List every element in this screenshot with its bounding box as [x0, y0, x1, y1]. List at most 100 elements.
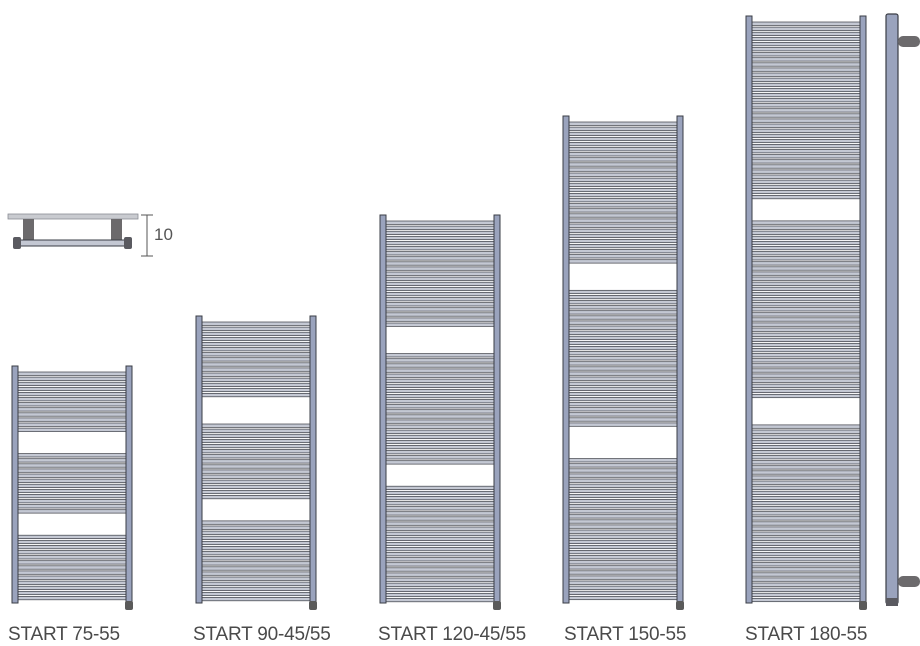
towel-bar	[751, 225, 861, 230]
towel-bar	[385, 251, 495, 256]
towel-bar	[751, 93, 861, 98]
towel-bar	[568, 162, 678, 167]
towel-bar	[568, 351, 678, 356]
towel-bar	[385, 557, 495, 562]
towel-bar	[568, 126, 678, 131]
towel-bar	[17, 483, 127, 488]
towel-bar	[568, 238, 678, 244]
towel-bar	[385, 353, 495, 358]
towel-bar	[385, 399, 495, 404]
towel-bar	[568, 136, 678, 142]
towel-bar	[568, 366, 678, 371]
towel-bar	[751, 342, 861, 348]
towel-bar	[751, 567, 861, 572]
towel-bar	[568, 463, 678, 468]
towel-bar	[751, 133, 861, 138]
towel-bar	[17, 585, 127, 590]
towel-bar	[568, 305, 678, 310]
towel-bar	[751, 276, 861, 281]
towel-bar	[568, 402, 678, 407]
towel-bar	[17, 539, 127, 545]
towel-bar	[751, 480, 861, 485]
towel-bar	[201, 362, 311, 367]
towel-bar	[751, 251, 861, 256]
towel-bar	[751, 562, 861, 567]
towel-bar	[751, 230, 861, 235]
towel-bar	[385, 409, 495, 414]
towel-bar	[17, 468, 127, 473]
towel-bar	[751, 77, 861, 82]
valve-icon	[493, 601, 501, 610]
towel-bar	[568, 386, 678, 391]
towel-bar	[201, 357, 311, 362]
towel-bar	[568, 259, 678, 264]
towel-bar	[568, 177, 678, 182]
towel-bar	[201, 525, 311, 530]
towel-bar	[751, 47, 861, 52]
towel-bar	[568, 524, 678, 529]
towel-bar	[385, 577, 495, 582]
towel-bar	[568, 560, 678, 565]
towel-bar	[568, 315, 678, 320]
towel-bar	[751, 317, 861, 322]
towel-bar	[385, 598, 495, 603]
towel-bar	[751, 164, 861, 169]
towel-bar	[568, 468, 678, 473]
towel-bar	[751, 383, 861, 388]
towel-bar	[17, 575, 127, 580]
towel-bar	[568, 539, 678, 544]
towel-bar	[385, 536, 495, 541]
towel-bar	[568, 585, 678, 590]
towel-bar	[17, 494, 127, 499]
towel-bar	[751, 358, 861, 363]
towel-bar	[568, 422, 678, 427]
towel-bar	[751, 541, 861, 546]
towel-bar	[751, 470, 861, 475]
towel-bar	[201, 530, 311, 535]
towel-bar	[17, 427, 127, 432]
towel-bar	[568, 208, 678, 213]
towel-bar	[568, 335, 678, 340]
valve-icon	[125, 601, 133, 610]
towel-bar	[385, 363, 495, 368]
towel-bar	[751, 98, 861, 103]
towel-bar	[201, 428, 311, 433]
towel-bar	[201, 423, 311, 428]
towel-bar	[568, 534, 678, 539]
towel-bar	[568, 397, 678, 402]
towel-bar	[751, 439, 861, 444]
towel-bar	[751, 368, 861, 373]
towel-bar	[17, 565, 127, 570]
towel-bar	[17, 392, 127, 397]
towel-bar	[385, 567, 495, 572]
towel-bar	[568, 371, 678, 376]
towel-rail-icon	[11, 365, 133, 610]
towel-bar	[201, 576, 311, 581]
towel-bar	[385, 516, 495, 521]
towel-bar	[201, 377, 311, 382]
towel-bar	[751, 128, 861, 133]
towel-bar	[751, 286, 861, 291]
towel-bar	[385, 582, 495, 587]
towel-bar	[751, 256, 861, 261]
towel-bar	[751, 485, 861, 490]
towel-bar	[385, 266, 495, 271]
towel-bar	[568, 544, 678, 550]
towel-bar	[568, 131, 678, 136]
side-rail	[195, 315, 203, 604]
towel-bar	[568, 417, 678, 422]
towel-bar	[751, 52, 861, 57]
towel-bar	[751, 322, 861, 327]
towel-bar	[385, 307, 495, 312]
towel-bar	[17, 478, 127, 483]
towel-bar	[201, 321, 311, 326]
towel-bar	[17, 473, 127, 478]
towel-bar	[17, 590, 127, 596]
towel-bar	[751, 531, 861, 536]
model-label-150: START 150-55	[564, 624, 687, 645]
towel-bar	[17, 555, 127, 560]
towel-bar	[385, 281, 495, 286]
side-rail	[562, 115, 570, 604]
towel-bar	[385, 572, 495, 577]
